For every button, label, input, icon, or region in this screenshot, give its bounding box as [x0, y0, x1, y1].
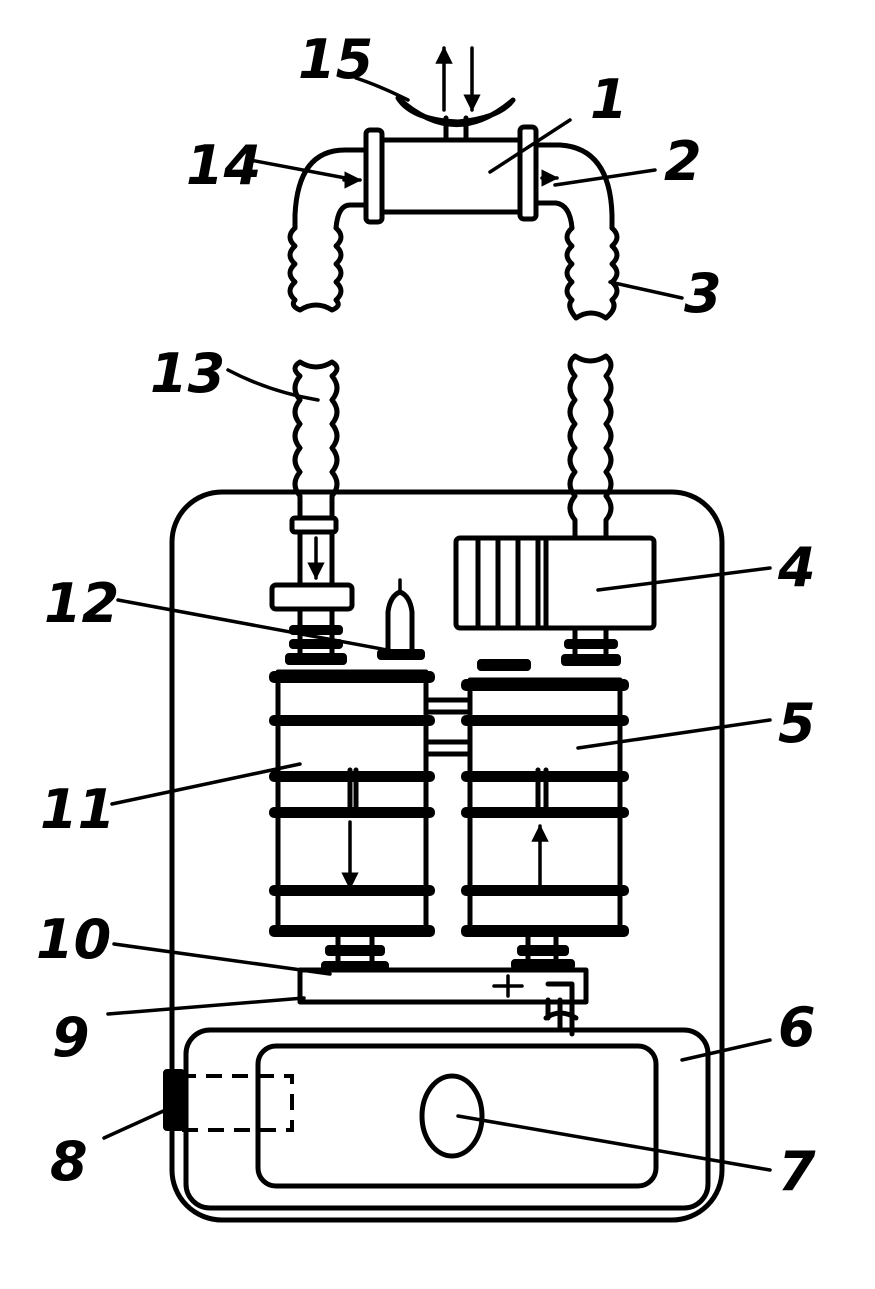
- upper-corrugated-hoses: [290, 228, 617, 318]
- label-15: 15: [298, 28, 373, 91]
- label-4: 4: [777, 536, 816, 599]
- left-elbow-pipe: [295, 150, 368, 228]
- indicator-bulb: [378, 580, 424, 659]
- label-12: 12: [44, 572, 119, 635]
- valve-handwheel: [164, 1070, 184, 1130]
- left-canister: [270, 672, 434, 936]
- label-7: 7: [778, 1140, 816, 1203]
- label-11: 11: [40, 778, 115, 841]
- right-canister: [462, 660, 628, 936]
- central-tube: [380, 140, 522, 212]
- lower-compartment: [164, 1030, 708, 1208]
- pressure-gauge: [422, 1076, 482, 1156]
- lower-corrugated-hoses: [295, 356, 611, 538]
- leader-lines: [104, 78, 770, 1170]
- label-3: 3: [684, 262, 722, 325]
- canister-connector: [426, 700, 470, 754]
- breathing-bag: [456, 538, 654, 665]
- lower-right-hose: [570, 356, 611, 538]
- label-1: 1: [590, 68, 628, 131]
- valve-block: [272, 585, 352, 609]
- upper-right-hose: [567, 228, 617, 318]
- label-5: 5: [778, 692, 816, 755]
- label-14: 14: [186, 134, 261, 197]
- manifold-block: [300, 970, 586, 1002]
- mouthpiece: [398, 98, 513, 125]
- left-flange: [366, 130, 382, 222]
- right-elbow-pipe: [533, 145, 612, 228]
- label-9: 9: [52, 1006, 90, 1069]
- label-8: 8: [50, 1130, 88, 1193]
- label-6: 6: [778, 996, 816, 1059]
- cylinder-valve: [180, 1076, 292, 1130]
- right-flange: [520, 127, 536, 219]
- upper-left-hose: [290, 228, 341, 310]
- lower-left-hose: [295, 362, 337, 520]
- label-10: 10: [36, 908, 111, 971]
- label-13: 13: [150, 342, 225, 405]
- label-2: 2: [664, 130, 702, 193]
